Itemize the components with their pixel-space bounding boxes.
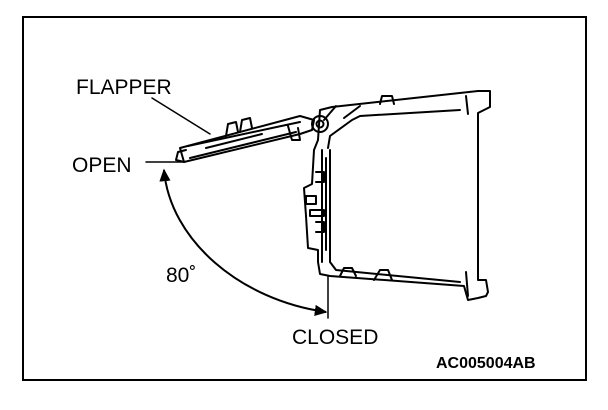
angle-label: 80˚ bbox=[166, 264, 196, 287]
angle-arc bbox=[159, 168, 328, 316]
flapper-label: FLAPPER bbox=[76, 76, 172, 99]
flapper-part bbox=[175, 115, 315, 163]
closed-label: CLOSED bbox=[292, 326, 378, 349]
open-label: OPEN bbox=[72, 154, 132, 177]
hinge-pin bbox=[311, 115, 329, 133]
flapper-leader-line bbox=[151, 97, 211, 135]
figure-code: AC005004AB bbox=[436, 355, 536, 372]
